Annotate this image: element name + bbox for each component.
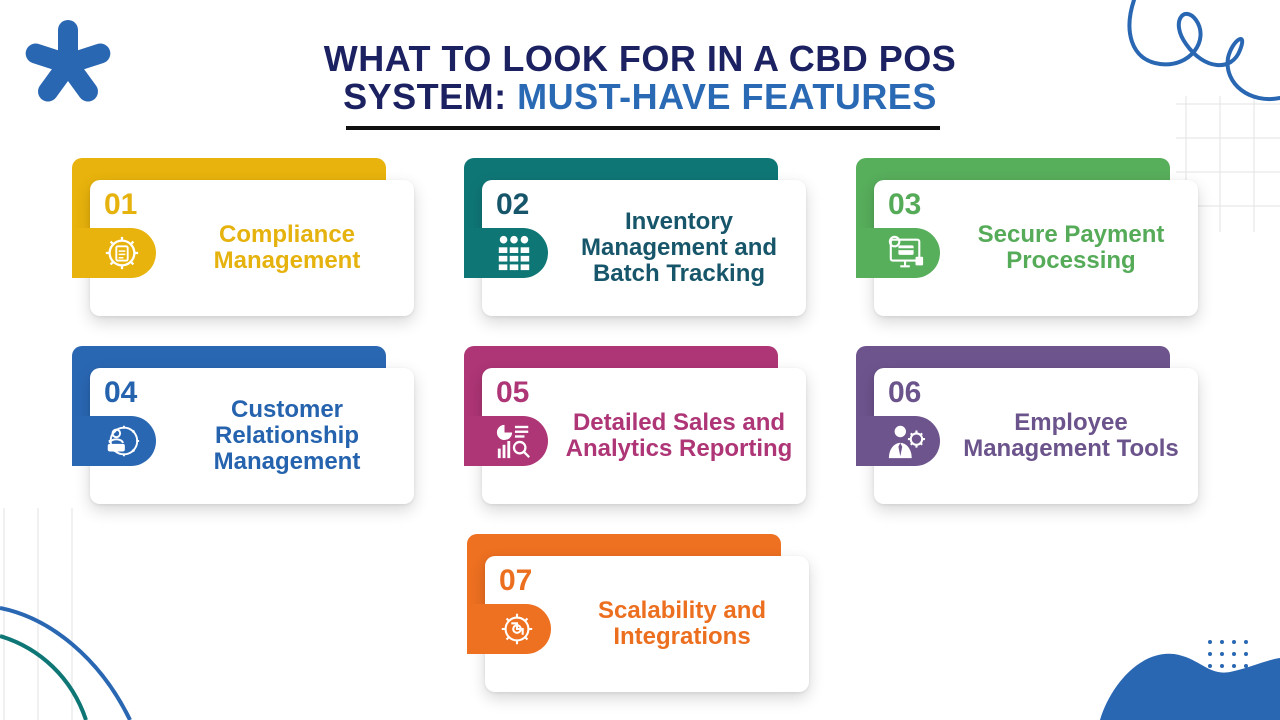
crm-gear-icon (72, 416, 156, 466)
feature-label: Detailed Sales and Analytics Reporting (565, 409, 793, 462)
title-line-2: SYSTEM: MUST-HAVE FEATURES (0, 78, 1280, 116)
feature-label: Scalability and Integrations (597, 597, 767, 650)
feature-label: Inventory Management and Batch Tracking (580, 208, 778, 287)
compliance-gear-icon (72, 228, 156, 278)
feature-number: 02 (496, 188, 530, 221)
feature-number: 03 (888, 188, 922, 221)
feature-card-03: 03 Secure Payment Processing (856, 158, 1198, 318)
inventory-grid-icon (464, 228, 548, 278)
title-underline (346, 126, 940, 130)
feature-number: 01 (104, 188, 138, 221)
feature-card-04: 04 Customer Relationship Management (72, 346, 414, 506)
feature-number: 06 (888, 376, 922, 409)
asterisk-logo-icon (25, 20, 111, 102)
title-line-1: WHAT TO LOOK FOR IN A CBD POS (323, 38, 957, 79)
employee-gear-icon (856, 416, 940, 466)
title-line-2-dark: SYSTEM: (343, 76, 518, 117)
feature-label: Secure Payment Processing (977, 221, 1165, 274)
integrations-gear-icon (467, 604, 551, 654)
swirl-decoration (1127, 0, 1280, 102)
blob-decoration-bottom-right (1100, 640, 1280, 720)
feature-card-01: 01 Compliance Management (72, 158, 414, 318)
feature-label: Compliance Management (213, 221, 361, 274)
feature-card-07: 07 Scalability and Integrations (467, 534, 809, 694)
feature-label: Customer Relationship Management (213, 396, 361, 475)
feature-label: Employee Management Tools (963, 409, 1179, 462)
feature-card-05: 05 Detailed Sales and Analytics Reportin… (464, 346, 806, 506)
feature-number: 05 (496, 376, 530, 409)
feature-number: 07 (499, 564, 533, 597)
payment-monitor-icon (856, 228, 940, 278)
lines-decoration-bottom-left (0, 508, 132, 720)
title-line-2-accent: MUST-HAVE FEATURES (517, 76, 937, 117)
feature-card-06: 06 Employee Management Tools (856, 346, 1198, 506)
page-title: WHAT TO LOOK FOR IN A CBD POS SYSTEM: MU… (0, 40, 1280, 116)
feature-number: 04 (104, 376, 138, 409)
analytics-report-icon (464, 416, 548, 466)
feature-card-02: 02 Inventory Management and Batch Tracki… (464, 158, 806, 318)
